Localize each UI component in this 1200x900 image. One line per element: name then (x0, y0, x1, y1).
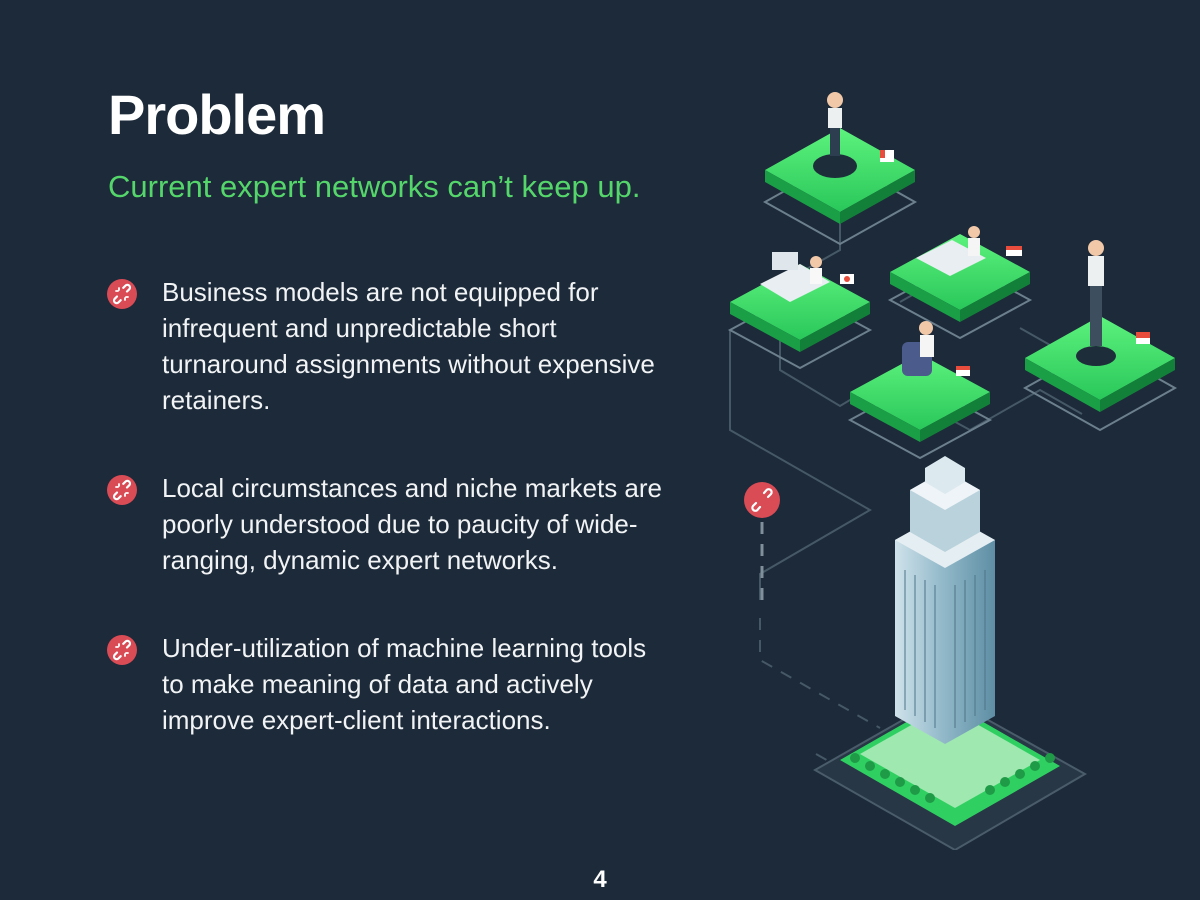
problem-item-text: Business models are not equipped for inf… (162, 277, 655, 415)
expert-platform-presenter (762, 92, 918, 246)
expert-platform-desk-left (727, 252, 873, 370)
broken-link-icon (107, 475, 137, 505)
problem-item-3: Under-utilization of machine learning to… (106, 630, 662, 738)
expert-platform-seated (847, 321, 993, 460)
broken-link-marker (744, 482, 780, 518)
broken-link-icon (107, 279, 137, 309)
problem-item-text: Under-utilization of machine learning to… (162, 633, 647, 735)
office-building-illustration (812, 456, 1088, 850)
problem-item-1: Business models are not equipped for inf… (106, 274, 662, 418)
broken-link-icon (107, 635, 137, 665)
problem-item-text: Local circumstances and niche markets ar… (162, 473, 663, 575)
expert-platform-standing (1022, 240, 1178, 432)
expert-network-illustration (727, 92, 1178, 850)
page-number: 4 (593, 866, 607, 893)
slide-title: Problem (108, 83, 326, 146)
problem-list: Business models are not equipped for inf… (106, 274, 666, 738)
expert-platform-desk-right (887, 226, 1033, 340)
problem-item-2: Local circumstances and niche markets ar… (106, 470, 662, 578)
slide-subtitle: Current expert networks can’t keep up. (108, 169, 641, 204)
